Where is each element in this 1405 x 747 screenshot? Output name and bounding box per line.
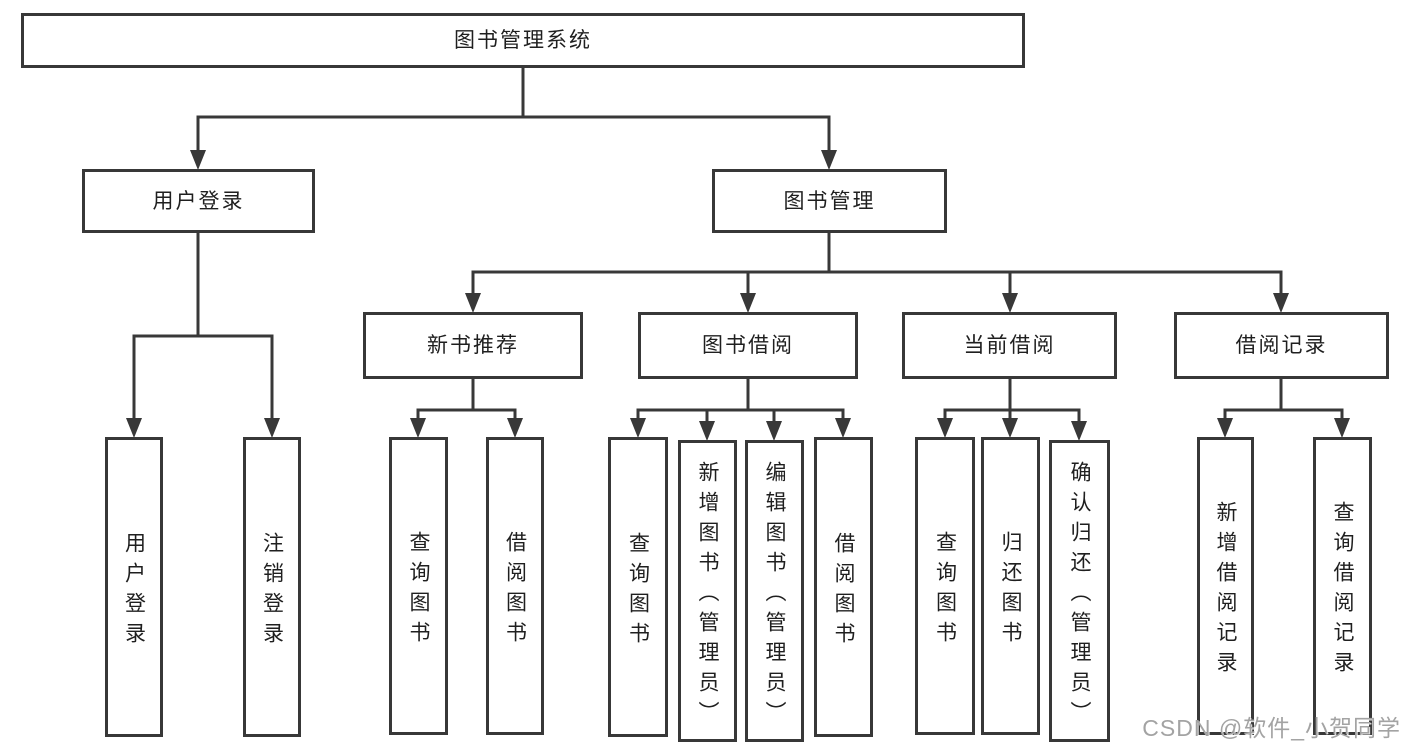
leaf-query-borrow-record: 查询借阅记录 bbox=[1313, 437, 1372, 735]
node-label: 编辑图书（管理员） bbox=[763, 460, 786, 731]
leaf-borrow-books: 借阅图书 bbox=[814, 437, 873, 737]
node-label: 用户登录 bbox=[152, 189, 245, 213]
node-label: 确认归还（管理员） bbox=[1068, 460, 1091, 731]
arrowhead-icons bbox=[126, 150, 1350, 441]
leaf-logout: 注销登录 bbox=[243, 437, 301, 737]
node-label: 借阅图书 bbox=[503, 530, 527, 651]
node-label: 借阅记录 bbox=[1235, 334, 1328, 357]
leaf-add-borrow-record: 新增借阅记录 bbox=[1197, 437, 1254, 735]
node-label: 当前借阅 bbox=[963, 334, 1056, 357]
leaf-borrow-books: 借阅图书 bbox=[486, 437, 544, 735]
node-label: 注销登录 bbox=[260, 531, 284, 652]
node-label: 用户登录 bbox=[122, 531, 146, 652]
node-label: 新书推荐 bbox=[427, 334, 519, 357]
node-label: 新增借阅记录 bbox=[1214, 500, 1237, 681]
csdn-watermark: CSDN @软件_小贺同学 bbox=[1142, 715, 1401, 741]
node-label: 查询图书 bbox=[626, 531, 650, 652]
leaf-user-login: 用户登录 bbox=[105, 437, 163, 737]
node-library-system: 图书管理系统 bbox=[21, 13, 1025, 68]
node-label: 图书借阅 bbox=[702, 334, 794, 357]
node-label: 图书管理系统 bbox=[454, 29, 592, 52]
leaf-query-books: 查询图书 bbox=[389, 437, 448, 735]
node-borrowing-records: 借阅记录 bbox=[1174, 312, 1389, 379]
leaf-add-book-admin: 新增图书（管理员） bbox=[678, 440, 737, 742]
node-user-login: 用户登录 bbox=[82, 169, 315, 233]
leaf-confirm-return-admin: 确认归还（管理员） bbox=[1049, 440, 1110, 742]
node-label: 新增图书（管理员） bbox=[696, 460, 719, 731]
node-label: 查询借阅记录 bbox=[1331, 500, 1354, 681]
node-book-borrowing: 图书借阅 bbox=[638, 312, 858, 379]
leaf-edit-book-admin: 编辑图书（管理员） bbox=[745, 440, 804, 742]
node-current-borrowing: 当前借阅 bbox=[902, 312, 1117, 379]
node-label: 查询图书 bbox=[933, 530, 957, 651]
node-book-management: 图书管理 bbox=[712, 169, 947, 233]
node-new-book-recommend: 新书推荐 bbox=[363, 312, 583, 379]
leaf-return-books: 归还图书 bbox=[981, 437, 1040, 735]
leaf-query-books: 查询图书 bbox=[608, 437, 668, 737]
leaf-query-books: 查询图书 bbox=[915, 437, 975, 735]
node-label: 归还图书 bbox=[999, 530, 1022, 651]
node-label: 图书管理 bbox=[783, 189, 876, 213]
node-label: 借阅图书 bbox=[832, 531, 855, 652]
node-label: 查询图书 bbox=[407, 530, 430, 651]
